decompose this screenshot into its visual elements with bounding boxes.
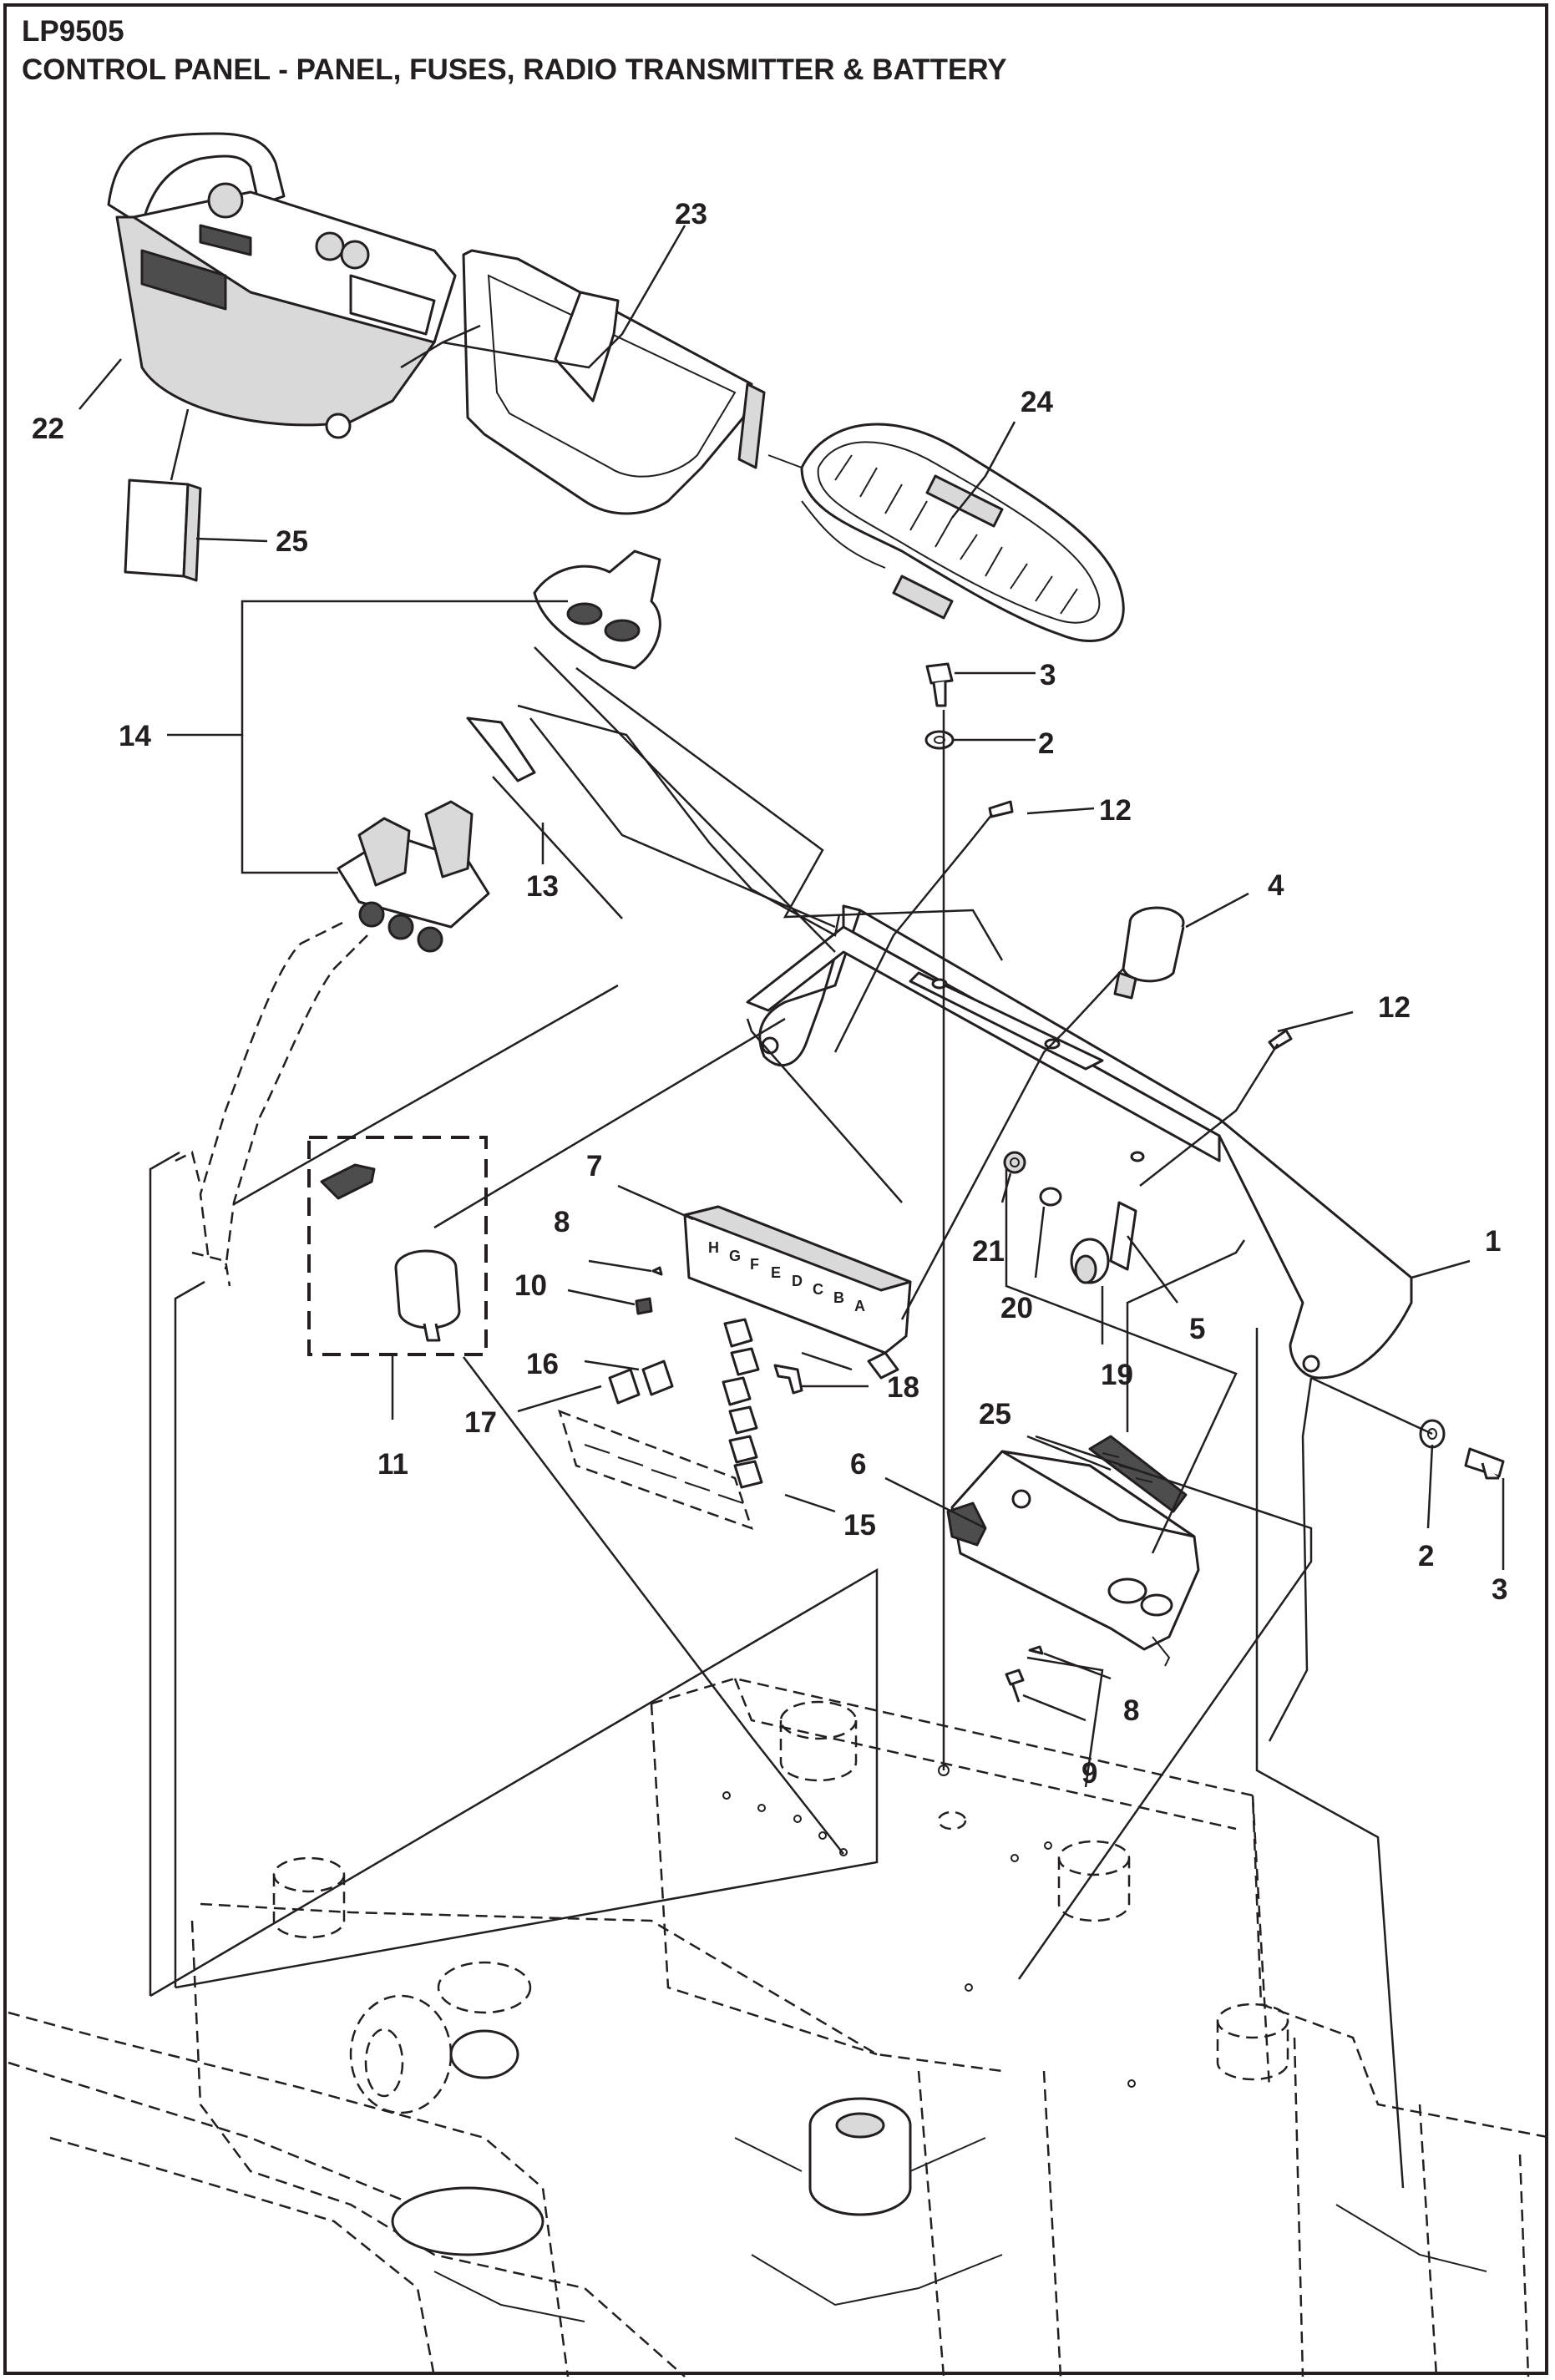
fuse-letter-b: B <box>833 1289 844 1306</box>
washer-8-right <box>1028 1645 1044 1655</box>
fuse-5 <box>1109 1201 1137 1271</box>
callout-12-lower: 12 <box>1378 991 1411 1024</box>
callout-6: 6 <box>850 1448 866 1481</box>
callout-15: 15 <box>843 1509 876 1542</box>
callout-labels: 1 2 2 3 3 4 5 6 7 8 8 9 10 11 12 12 13 1… <box>32 198 1507 1790</box>
fuse-letter-g: G <box>729 1248 741 1264</box>
callout-9: 9 <box>1081 1757 1097 1790</box>
callout-16: 16 <box>526 1348 559 1380</box>
battery-25-lower <box>1088 1435 1188 1513</box>
screw-8-left <box>651 1266 663 1276</box>
machine-bolt-holes <box>722 1765 1136 2088</box>
hydraulic-pump <box>391 2029 1487 2322</box>
fuse-letter-c: C <box>813 1281 823 1298</box>
fuse-holder-17 <box>558 1409 753 1531</box>
callout-pointer-lines <box>79 225 1505 1722</box>
callout-7: 7 <box>586 1150 602 1182</box>
machine-caps <box>272 1700 1289 2114</box>
connector-plug-with-leads <box>175 800 490 1287</box>
callout-4: 4 <box>1268 869 1284 902</box>
fuse-block: H G F E D C B A <box>683 1205 912 1380</box>
callout-3-right: 3 <box>1492 1573 1507 1606</box>
callout-24: 24 <box>1021 386 1053 418</box>
bolt-right <box>1464 1447 1505 1480</box>
radio-transmitter <box>107 132 457 439</box>
fuse-letter-h: H <box>708 1239 719 1256</box>
key-switch <box>1113 906 1185 1000</box>
fuse-block-letters: H G F E D C B A <box>708 1239 865 1314</box>
callout-22: 22 <box>32 413 64 445</box>
callout-18: 18 <box>887 1371 919 1404</box>
callout-11: 11 <box>377 1448 408 1481</box>
dashed-box-11 <box>307 1136 488 1356</box>
callout-2-right: 2 <box>1418 1540 1434 1572</box>
bolt-top <box>925 662 954 707</box>
fuse-strip-15 <box>722 1318 763 1489</box>
coiled-cable <box>767 423 1125 642</box>
screw-12-lower <box>1268 1029 1293 1051</box>
screw-12-upper <box>988 800 1014 818</box>
callout-8-left: 8 <box>554 1206 570 1238</box>
fuse-letter-d: D <box>792 1273 803 1289</box>
callout-12-upper: 12 <box>1099 794 1132 827</box>
diagram-title: CONTROL PANEL - PANEL, FUSES, RADIO TRAN… <box>22 53 1007 86</box>
leader-lines <box>149 324 1433 2189</box>
fuse-letter-a: A <box>854 1298 865 1314</box>
nut-10 <box>635 1297 653 1315</box>
callout-5: 5 <box>1189 1313 1205 1345</box>
transmitter-battery <box>124 479 202 582</box>
model-number: LP9505 <box>22 15 124 48</box>
callout-2-top: 2 <box>1038 727 1054 760</box>
fuse-letter-f: F <box>750 1256 759 1273</box>
transmitter-holder <box>462 249 766 515</box>
washer-top <box>924 730 955 750</box>
callout-17: 17 <box>464 1406 497 1439</box>
callout-23: 23 <box>675 198 707 230</box>
callout-14: 14 <box>119 720 151 752</box>
callout-1: 1 <box>1485 1225 1501 1258</box>
callout-25-top: 25 <box>276 525 308 558</box>
fuse-letter-e: E <box>771 1264 781 1281</box>
mounting-bracket <box>746 904 1413 1380</box>
transmitter-connector <box>533 549 661 670</box>
callout-10: 10 <box>514 1269 547 1302</box>
callout-19: 19 <box>1101 1359 1133 1391</box>
callout-13: 13 <box>526 870 559 903</box>
washer-20 <box>1039 1187 1062 1207</box>
callout-25-lower: 25 <box>979 1398 1011 1431</box>
grommet-19 <box>1070 1238 1110 1284</box>
callout-20: 20 <box>1000 1292 1033 1324</box>
screw-9 <box>1005 1669 1025 1703</box>
nut-21 <box>1003 1151 1026 1174</box>
callout-8-right: 8 <box>1123 1694 1139 1727</box>
battery-box <box>946 1450 1200 1667</box>
jumper-18 <box>773 1364 803 1395</box>
connector-gasket <box>466 717 536 782</box>
callout-21: 21 <box>972 1235 1005 1268</box>
callout-3-top: 3 <box>1040 659 1056 691</box>
relay-16 <box>608 1360 674 1405</box>
